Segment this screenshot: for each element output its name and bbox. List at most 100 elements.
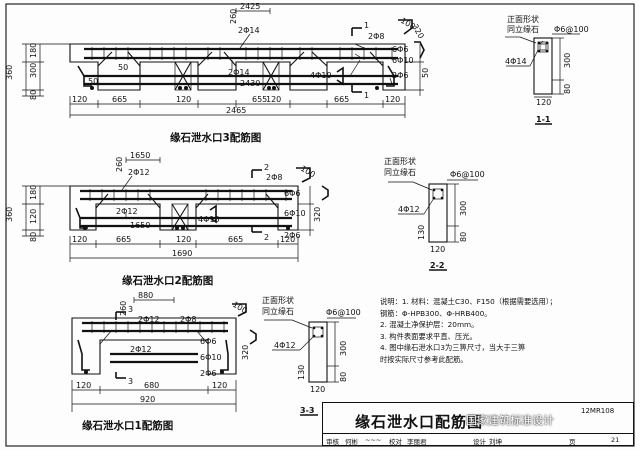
main-bar-label: 4Φ12	[398, 205, 420, 214]
dim-120: 120	[536, 98, 551, 107]
check-label: 校对	[389, 438, 402, 446]
dim-300: 300	[29, 63, 38, 78]
reviewer-name: 何彬	[345, 438, 358, 446]
rebar-top-2phi12: 2Φ12	[128, 168, 150, 177]
section-3-3-labels: 正面形状 同立缘石 Φ6@100 4Φ12 300 130 80 120 3-3	[262, 295, 361, 415]
section-mark-2: 2	[264, 163, 269, 172]
dim-665: 665	[228, 235, 243, 244]
rebar-2phi6: 2Φ6	[200, 369, 216, 378]
section-title-2-2: 2-2	[430, 261, 444, 270]
section-1-1	[505, 33, 580, 98]
dim-300: 300	[459, 201, 468, 216]
dim-80: 80	[459, 232, 468, 242]
dim-1690: 1690	[172, 249, 192, 258]
dim-320: 320	[313, 207, 322, 222]
note-line: 说明：1. 材料：混凝土C30、F150（根据需要选用）；	[380, 297, 557, 306]
designer-name: 刘坤	[489, 438, 502, 446]
section-title-1-1: 1-1	[536, 115, 551, 124]
dim-920: 920	[140, 395, 155, 404]
rebar-bottom-2phi14: 2Φ14	[228, 68, 250, 77]
rebar-6phi10: 6Φ10	[392, 56, 414, 65]
signature-row: 审核 何彬 ~~~ 校对 李丽君 设计 刘坤 页 21	[323, 433, 633, 447]
note-line: 时按实际尺寸参考此配筋。	[380, 354, 468, 364]
dim-120: 120	[430, 245, 445, 254]
dim-80: 80	[339, 372, 348, 382]
dim-2430: 2430	[240, 79, 260, 88]
rebar-2phi6: 2Φ6	[392, 71, 408, 80]
rebar-6phi6: 6Φ6	[284, 189, 300, 198]
note-line: 3. 构件表面要求平直、压光。	[380, 331, 477, 341]
note-line: 钢筋：Φ-HPB300、Φ-HRB400。	[380, 308, 492, 318]
dim-665: 665	[112, 95, 127, 104]
dim-120: 120	[280, 235, 295, 244]
dim-120: 120	[72, 235, 87, 244]
dim-120: 120	[76, 381, 91, 390]
sheet-border	[5, 3, 635, 447]
dim-130: 130	[417, 225, 426, 240]
stirrup-label: Φ6@100	[450, 170, 485, 179]
stirrup-label: Φ6@100	[554, 25, 589, 34]
dim-2465: 2465	[226, 106, 246, 115]
dim-50: 50	[421, 68, 430, 78]
section-mark-1: 1	[364, 91, 369, 100]
dim-50: 50	[88, 77, 98, 86]
section-1-1-labels: 正面形状 同立缘石 Φ6@100 4Φ14 300 80 120 1-1	[505, 14, 589, 124]
same-as-curb-label: 同立缘石	[384, 167, 416, 177]
dim-665: 665	[116, 235, 131, 244]
page-number: 21	[611, 436, 620, 444]
dim-320: 320	[410, 23, 425, 41]
drain-outlet-2-elevation	[22, 157, 329, 262]
drain-outlet-3-elevation	[22, 8, 425, 118]
section-mark-1: 1	[364, 21, 369, 30]
dim-180: 180	[29, 185, 38, 200]
dim-80: 80	[29, 90, 38, 100]
rebar-4phi10: 4Φ10	[198, 215, 220, 224]
dim-300: 300	[563, 53, 572, 68]
front-shape-label: 正面形状	[384, 156, 416, 166]
dim-1650: 1650	[130, 151, 150, 160]
dim-120: 120	[72, 95, 87, 104]
dim-260: 260	[119, 301, 128, 316]
main-bar-label: 4Φ14	[505, 57, 527, 66]
dim-1650: 1650	[130, 221, 150, 230]
drain-outlet-2-labels: 1650 2Φ12 2Φ12 1650 1690 120 665 120 665…	[5, 151, 322, 258]
rebar-2phi8: 2Φ8	[180, 315, 196, 324]
rebar-bottom-2phi12: 2Φ12	[116, 207, 138, 216]
dim-360: 360	[5, 65, 14, 80]
rebar-2phi8: 2Φ8	[368, 32, 384, 41]
review-label: 审核	[326, 438, 339, 446]
rebar-top-2phi14: 2Φ14	[238, 26, 260, 35]
section-2-2-labels: 正面形状 同立缘石 Φ6@100 4Φ12 300 130 80 120 2-2	[384, 156, 485, 270]
section-mark-3: 3	[128, 377, 133, 386]
main-bar-label: 4Φ12	[274, 341, 296, 350]
rebar-6phi6: 6Φ6	[200, 337, 216, 346]
dim-260: 260	[115, 157, 124, 172]
same-as-curb-label: 同立缘石	[507, 24, 539, 34]
dim-2425: 2425	[240, 2, 260, 11]
same-as-curb-label: 同立缘石	[262, 306, 294, 316]
rebar-4phi10: 4Φ10	[310, 71, 332, 80]
dim-120: 120	[212, 381, 227, 390]
front-shape-label: 正面形状	[262, 295, 294, 305]
dim-100: 100	[231, 300, 249, 315]
section-title-3-3: 3-3	[300, 406, 314, 415]
dim-880: 880	[138, 291, 153, 300]
caption-outlet-2: 缘石泄水口2配筋图	[122, 274, 213, 287]
dim-100: 100	[299, 164, 317, 179]
drawing-title: 缘石泄水口配筋图	[355, 413, 484, 431]
rebar-6phi10: 6Φ10	[284, 209, 306, 218]
note-line: 2. 混凝土净保护层：20mm。	[380, 320, 479, 330]
design-label: 设计	[473, 438, 486, 446]
design-notes: 说明：1. 材料：混凝土C30、F150（根据需要选用）； 钢筋：Φ-HPB30…	[380, 296, 630, 366]
rebar-6phi10: 6Φ10	[200, 353, 222, 362]
dim-360: 360	[5, 207, 14, 222]
title-block: 缘石泄水口配筋图 12MR108 审核 何彬 ~~~ 校对 李丽君 设计 刘坤 …	[322, 402, 634, 446]
checker-name: 李丽君	[407, 438, 427, 446]
dim-120: 120	[29, 209, 38, 224]
section-2-2	[388, 179, 478, 243]
dim-80: 80	[29, 232, 38, 242]
dim-320: 320	[241, 345, 250, 360]
section-mark-3: 3	[128, 305, 133, 314]
page-label: 页	[569, 438, 576, 446]
